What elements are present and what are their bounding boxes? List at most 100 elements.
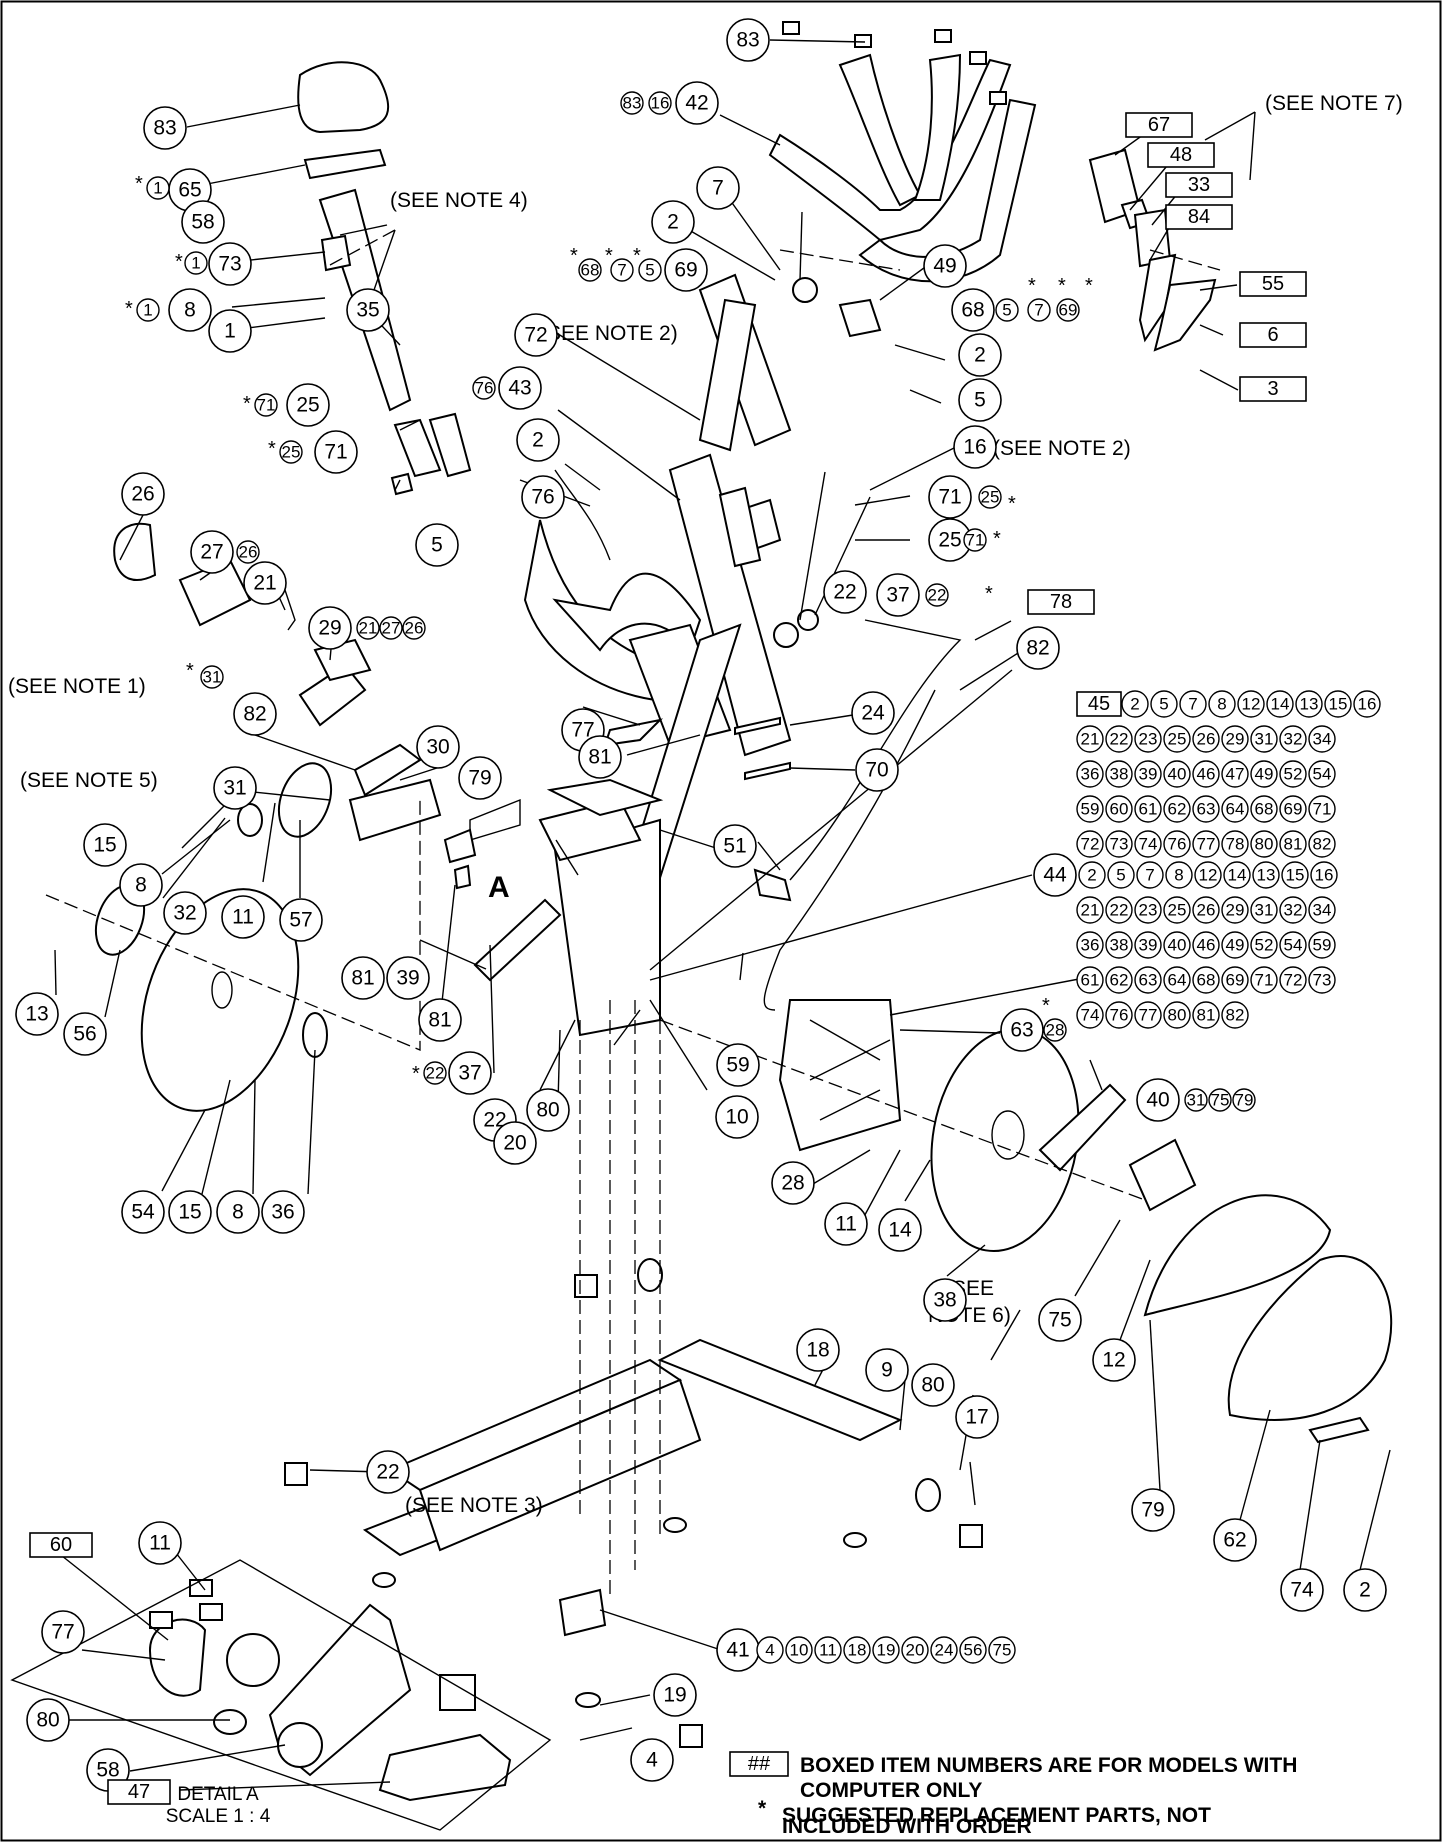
callout-62: 69	[1056, 298, 1080, 322]
frame-arm	[469, 798, 521, 841]
detail-a-marker: A	[488, 871, 510, 904]
svg-text:5: 5	[1159, 695, 1168, 714]
svg-text:68: 68	[1255, 800, 1274, 819]
svg-text:32: 32	[1284, 901, 1303, 920]
callout-61: 68	[578, 258, 602, 282]
asterisk: *	[605, 245, 613, 267]
svg-text:25: 25	[282, 443, 301, 462]
svg-text:20: 20	[503, 1132, 526, 1155]
asterisk: *	[1008, 493, 1016, 515]
see-note-1: (SEE NOTE 1)	[8, 675, 146, 698]
svg-text:2: 2	[532, 429, 544, 452]
callout-31: 30	[416, 725, 460, 769]
kit-item: 26	[1192, 725, 1220, 753]
svg-text:23: 23	[1139, 901, 1158, 920]
svg-text:72: 72	[1284, 971, 1303, 990]
callout-42: 42	[675, 81, 719, 125]
kit-item: 63	[1134, 966, 1162, 994]
kit-item: 46	[1192, 931, 1220, 959]
legend-suggested-line1: SUGGESTED REPLACEMENT PARTS, NOT	[782, 1804, 1211, 1827]
kit-item: 64	[1163, 966, 1191, 994]
pin-25	[734, 716, 781, 736]
handlebar-inner-left	[838, 53, 922, 207]
callout-66: 73	[208, 242, 252, 286]
callout-58: 62	[1213, 1518, 1257, 1562]
kit-45-label: 45	[1076, 691, 1122, 717]
callout-8: 8	[216, 1190, 260, 1234]
kit-item: 21	[1076, 725, 1104, 753]
svg-text:4: 4	[765, 1641, 774, 1660]
kit-item: 68	[1250, 795, 1278, 823]
callout-64: 71	[963, 528, 987, 552]
svg-text:69: 69	[1226, 971, 1245, 990]
handlebar-inner-right	[913, 53, 962, 201]
kit-item: 2	[1121, 690, 1149, 718]
callout-40: 40	[1136, 1078, 1180, 1122]
kit-item: 12	[1237, 690, 1265, 718]
kit-item: 73	[1308, 966, 1336, 994]
callout-43: 43	[498, 366, 542, 410]
svg-text:63: 63	[1139, 971, 1158, 990]
svg-text:74: 74	[1139, 835, 1158, 854]
svg-text:62: 62	[1168, 800, 1187, 819]
kit-item: 77	[1192, 830, 1220, 858]
callout-65: 72	[514, 313, 558, 357]
svg-text:5: 5	[1002, 301, 1011, 320]
svg-text:57: 57	[289, 909, 312, 932]
kit-item: 39	[1134, 760, 1162, 788]
kit-item: 46	[1192, 760, 1220, 788]
callout-64: 71	[254, 393, 278, 417]
svg-text:4: 4	[646, 1749, 658, 1772]
end-cap	[574, 1274, 598, 1298]
callout-64: 71	[928, 475, 972, 519]
toe-strap-27	[113, 522, 157, 581]
svg-text:14: 14	[1228, 866, 1247, 885]
asterisk: *	[135, 173, 143, 195]
callout-39: 39	[386, 956, 430, 1000]
callout-72: 79	[1232, 1088, 1256, 1112]
svg-text:16: 16	[1358, 695, 1377, 714]
svg-text:40: 40	[1168, 765, 1187, 784]
frame-cross-bar-side	[418, 1378, 702, 1552]
callout-4: 4	[630, 1738, 674, 1782]
callout-24: 22	[366, 1450, 410, 1494]
callout-69: 75	[1208, 1088, 1232, 1112]
callout-1: 1	[136, 298, 160, 322]
svg-text:29: 29	[1226, 901, 1245, 920]
svg-text:8: 8	[184, 299, 196, 322]
kit-item: 34	[1308, 896, 1336, 924]
svg-text:49: 49	[1226, 936, 1245, 955]
svg-text:18: 18	[848, 1641, 867, 1660]
svg-text:31: 31	[1255, 901, 1274, 920]
callout-5: 5	[638, 258, 662, 282]
see-note-2-lower: (SEE NOTE 2)	[993, 437, 1131, 460]
asterisk: *	[1028, 275, 1036, 297]
callout-17: 16	[648, 91, 672, 115]
svg-text:49: 49	[1255, 765, 1274, 784]
flywheel-disc	[140, 888, 300, 1112]
svg-text:47: 47	[1226, 765, 1245, 784]
legend-boxed-line1: BOXED ITEM NUMBERS ARE FOR MODELS WITH	[800, 1754, 1297, 1777]
svg-text:71: 71	[966, 531, 985, 550]
end-cap	[989, 91, 1007, 105]
svg-text:54: 54	[1284, 936, 1303, 955]
svg-text:68: 68	[961, 299, 984, 322]
svg-text:77: 77	[1197, 835, 1216, 854]
kit-item: 52	[1279, 760, 1307, 788]
callout-14: 13	[15, 992, 59, 1036]
svg-text:71: 71	[324, 441, 347, 464]
callout-27: 26	[236, 540, 260, 564]
svg-text:75: 75	[1048, 1309, 1071, 1332]
callout-80: 80	[526, 1088, 570, 1132]
svg-text:11: 11	[149, 1532, 171, 1555]
end-cap	[679, 1724, 703, 1748]
callouts: 83 65 1 58 73 1 8 1 1 35 25 71 71 25 26 …	[15, 18, 1387, 1792]
asterisk: *	[1058, 275, 1066, 297]
callout-23: 22	[823, 570, 867, 614]
svg-text:84: 84	[1188, 206, 1210, 228]
slide-bracket	[390, 472, 414, 496]
kit-item: 32	[1279, 725, 1307, 753]
kit-item: 13	[1252, 861, 1280, 889]
